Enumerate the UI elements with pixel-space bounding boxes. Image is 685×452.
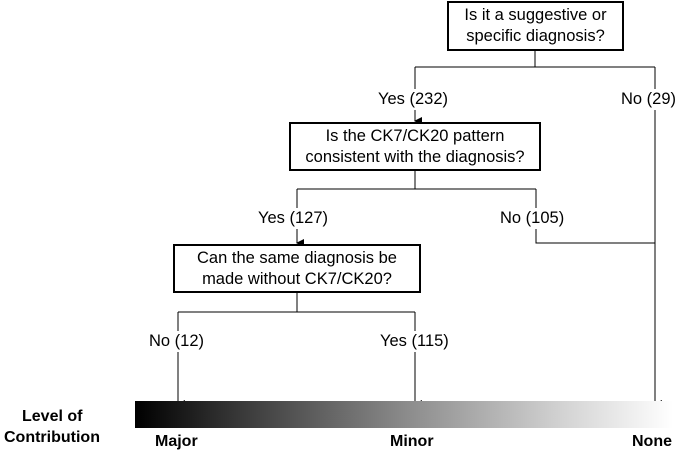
decision-text-line: made without CK7/CK20? [202,269,392,288]
decision-box-without-ck7-ck20: Can the same diagnosis be made without C… [173,244,421,293]
branch-label-yes: Yes (127) [256,208,331,228]
scale-label-none: None [632,433,672,450]
decision-text-line: Is it a suggestive or [464,6,607,24]
decision-text-line: consistent with the diagnosis? [305,147,525,166]
branch-label-yes: Yes (232) [376,89,451,109]
scale-label-minor: Minor [390,433,434,450]
decision-box-ck7-ck20-pattern: Is the CK7/CK20 pattern consistent with … [289,122,541,171]
q2-no-line-to-none [535,229,655,244]
decision-box-diagnosis-type: Is it a suggestive or specific diagnosis… [447,1,624,51]
decision-text-line: Is the CK7/CK20 pattern [325,126,505,145]
decision-text-line: Can the same diagnosis be [197,248,397,267]
scale-title-line: Level of [22,408,83,425]
branch-label-no: No (12) [147,331,207,351]
branch-label-yes: Yes (115) [378,331,451,351]
contribution-gradient-bar [135,401,673,428]
decision-text-line: specific diagnosis? [466,27,605,45]
branch-label-no: No (105) [498,208,567,228]
scale-label-major: Major [155,433,198,450]
scale-title-line: Contribution [4,429,100,446]
branch-label-no: No (29) [619,89,679,109]
